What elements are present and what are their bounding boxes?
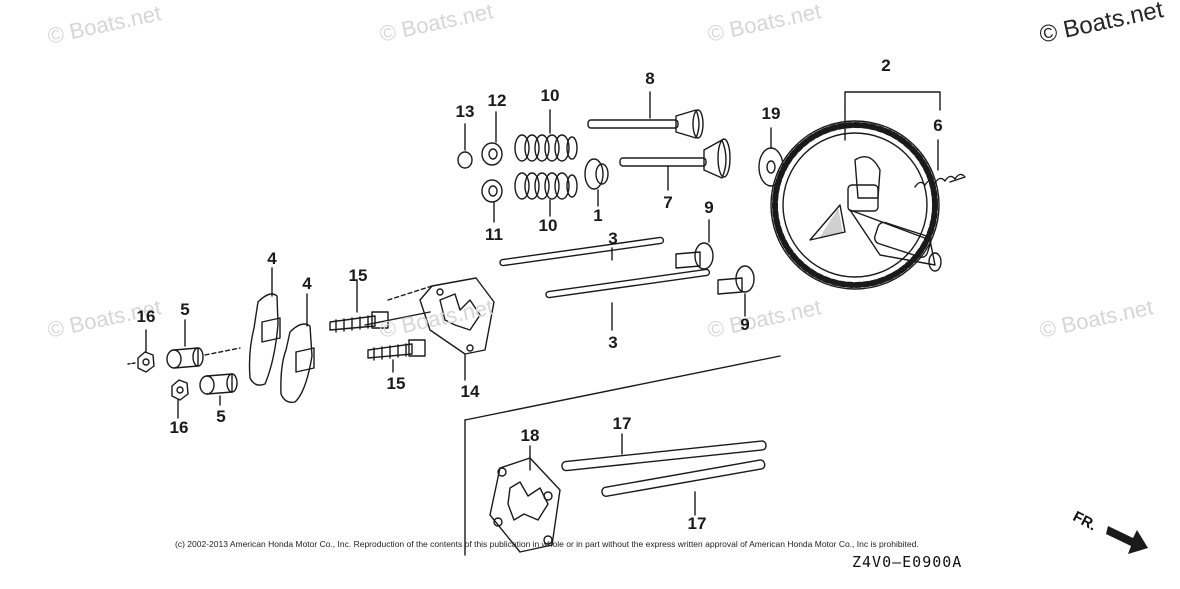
- push-rod-upper: [499, 236, 665, 267]
- decomp-spring: [914, 173, 966, 188]
- tappet-lower: [717, 265, 755, 317]
- adjusting-nut-lower: [199, 373, 238, 406]
- callout-11: 11: [485, 225, 503, 244]
- callout-6: 6: [933, 116, 943, 135]
- alt-push-rod-lower: [601, 459, 766, 516]
- lock-nut-upper: [127, 329, 155, 373]
- callout-16-lower: 16: [169, 418, 189, 437]
- valve-spring-upper: [514, 109, 578, 162]
- spring-retainer-lower: [481, 179, 503, 223]
- alt-push-rod-upper: [561, 433, 767, 472]
- callout-15-lower: 15: [386, 374, 406, 393]
- lock-nut-lower: [171, 379, 189, 419]
- push-rod-lower: [545, 268, 711, 331]
- callout-15-upper: 15: [348, 266, 368, 285]
- alt-guide-plate: [489, 445, 561, 553]
- callout-17-lower: 17: [687, 514, 707, 533]
- tappet-upper: [675, 219, 714, 270]
- adjusting-nut-upper: [166, 319, 241, 369]
- callout-16-upper: 16: [136, 307, 156, 326]
- callout-9-lower: 9: [740, 315, 750, 334]
- callout-19: 19: [761, 104, 781, 123]
- callout-10-upper: 10: [540, 86, 560, 105]
- callout-2: 2: [881, 56, 891, 75]
- callout-12: 12: [487, 91, 507, 110]
- callout-18: 18: [520, 426, 540, 445]
- callout-13: 13: [455, 102, 475, 121]
- rocker-arm-upper: [248, 267, 281, 386]
- callout-8: 8: [645, 69, 655, 88]
- valve-cap: [457, 123, 473, 169]
- valve-stem-seal: [584, 158, 609, 207]
- callout-5-lower: 5: [216, 407, 226, 426]
- callout-4-right: 4: [302, 274, 312, 293]
- pivot-bolt-lower: [367, 339, 426, 373]
- valve-spring-lower: [514, 172, 578, 217]
- callout-10-lower: 10: [538, 216, 558, 235]
- push-rod-guide-plate: [364, 277, 495, 381]
- front-direction-arrow-icon: [1106, 526, 1148, 554]
- callout-7: 7: [663, 193, 673, 212]
- callout-9-upper: 9: [704, 198, 714, 217]
- callout-1: 1: [593, 206, 603, 225]
- copyright-notice: (c) 2002-2013 American Honda Motor Co., …: [175, 539, 919, 549]
- pivot-bolt-upper: [329, 279, 389, 333]
- leader-2: [844, 91, 941, 111]
- camshaft-gear: [770, 120, 942, 290]
- rocker-arm-lower: [280, 293, 315, 404]
- exhaust-valve: [587, 91, 704, 139]
- callout-3-lower: 3: [608, 333, 618, 352]
- spring-retainer-upper: [481, 111, 503, 166]
- callout-3-upper: 3: [608, 229, 618, 248]
- callout-4-left: 4: [267, 249, 277, 268]
- callout-17-upper: 17: [612, 414, 632, 433]
- thrust-washer: [758, 127, 784, 187]
- callout-5-upper: 5: [180, 300, 190, 319]
- group-divider-top: [464, 355, 781, 421]
- intake-valve: [619, 138, 731, 191]
- callout-14: 14: [460, 382, 480, 401]
- diagram-code: Z4V0—E0900A: [852, 553, 963, 571]
